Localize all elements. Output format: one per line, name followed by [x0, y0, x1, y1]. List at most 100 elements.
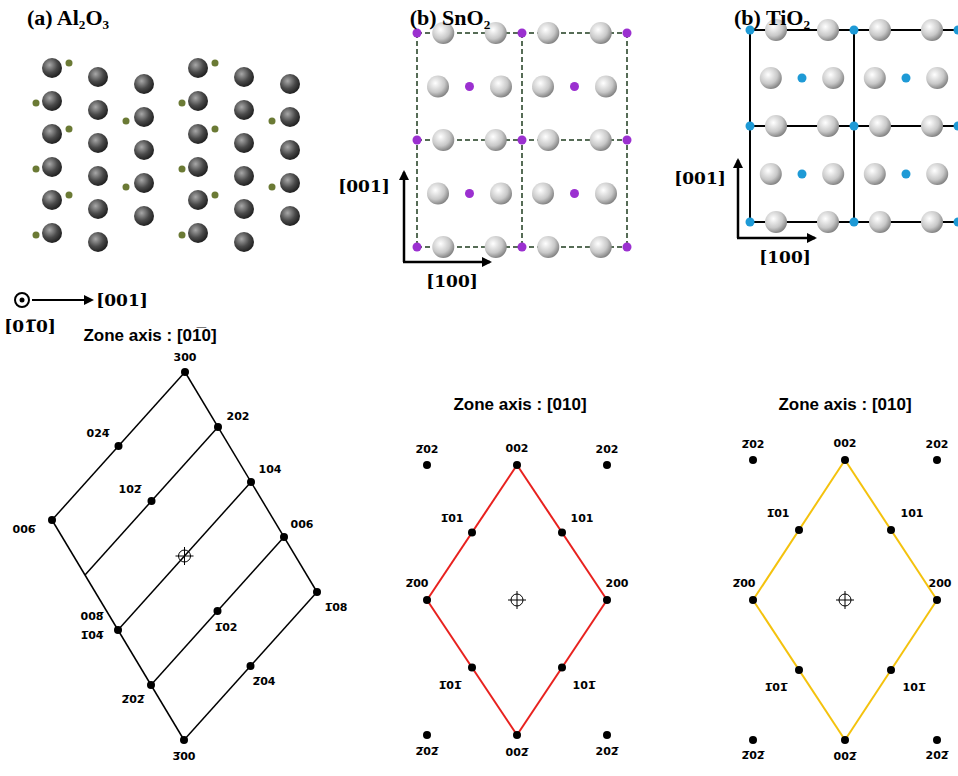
- spot-index: 101̅: [903, 681, 926, 694]
- aluminium-atom: [212, 126, 219, 133]
- lattice-line: [52, 372, 185, 520]
- metal-atom: [902, 170, 911, 179]
- oxygen-atom: [427, 76, 449, 98]
- axis-arrows: [403, 172, 490, 262]
- oxygen-atom: [88, 67, 108, 87]
- spot-index: 2̅00: [733, 577, 756, 590]
- lattice-line: [845, 600, 937, 740]
- aluminium-atom: [33, 100, 40, 107]
- oxygen-atom: [134, 74, 154, 94]
- diffraction-spot: [603, 461, 611, 469]
- aluminium-atom: [66, 126, 73, 133]
- metal-atom: [954, 26, 958, 35]
- aluminium-atom: [179, 166, 186, 173]
- oxygen-atom: [234, 232, 254, 252]
- oxygen-atom: [765, 115, 787, 137]
- spot-index: 002: [834, 437, 857, 450]
- oxygen-atom: [234, 100, 254, 120]
- oxygen-atom: [869, 211, 891, 233]
- spot-index: 2̅02̅: [742, 749, 765, 762]
- spot-index: 1̅08: [325, 601, 348, 614]
- diffraction-spot: [313, 588, 321, 596]
- spot-index: 1̅01: [767, 507, 790, 520]
- oxygen-atom: [234, 133, 254, 153]
- spot-index: 202: [926, 438, 949, 451]
- unit-cell-grid: [750, 30, 958, 222]
- spot-index: 2̅00: [406, 577, 429, 590]
- panel-title: (b) SnO₂: [410, 5, 491, 31]
- spot-index: 2̅02̅: [122, 693, 145, 706]
- oxygen-atom: [88, 199, 108, 219]
- oxygen-atom: [188, 58, 208, 78]
- oxygen-atom: [42, 223, 62, 243]
- spot-index: 024̅: [87, 427, 110, 440]
- diffraction-spot: [749, 456, 757, 464]
- oxygen-atom: [760, 163, 782, 185]
- axis-label: [001]: [338, 176, 390, 196]
- spot-index: 104: [259, 463, 282, 476]
- diffraction-spot: [148, 497, 156, 505]
- metal-atom: [954, 122, 958, 131]
- metal-atom: [518, 29, 527, 38]
- spot-index: 1̅02: [215, 621, 238, 634]
- lattice-line: [118, 482, 251, 630]
- aluminium-atom: [269, 184, 276, 191]
- aluminium-atom: [123, 118, 130, 125]
- oxygen-atom: [760, 67, 782, 89]
- oxygen-atom: [537, 236, 559, 258]
- oxygen-atom: [188, 124, 208, 144]
- oxygen-atom: [765, 211, 787, 233]
- diffraction-spot: [513, 461, 521, 469]
- diffraction-spot: [558, 529, 566, 537]
- oxygen-atom: [88, 100, 108, 120]
- oxygen-atom: [234, 166, 254, 186]
- axis-arrows: [15, 293, 92, 307]
- metal-atom: [413, 136, 422, 145]
- spot-index: 006̅: [13, 523, 36, 536]
- oxygen-atom: [590, 236, 612, 258]
- axis-label: [01̅0]: [4, 316, 56, 336]
- metal-atom: [623, 243, 632, 252]
- spot-index: 002̅: [834, 750, 857, 763]
- spot-index: 006: [291, 518, 314, 531]
- diffraction-spot: [423, 596, 431, 604]
- metal-atom: [623, 29, 632, 38]
- aluminium-atom: [212, 60, 219, 67]
- oxygen-atom: [532, 76, 554, 98]
- oxygen-atom: [921, 19, 943, 41]
- spot-index: 008̅: [81, 610, 104, 623]
- spot-index: 202: [596, 443, 619, 456]
- spot-index: 2̅02: [742, 438, 765, 451]
- diffraction-spot: [933, 596, 941, 604]
- oxygen-atom: [234, 199, 254, 219]
- oxygen-atom: [869, 19, 891, 41]
- axis-label: [001]: [96, 290, 148, 310]
- diffraction-spot: [247, 478, 255, 486]
- oxygen-atom: [188, 157, 208, 177]
- oxygen-atom: [822, 163, 844, 185]
- metal-atom: [798, 74, 807, 83]
- oxygen-atom: [427, 183, 449, 205]
- oxygen-atom: [869, 115, 891, 137]
- diffraction-spot: [795, 526, 803, 534]
- spot-index: 1̅01: [441, 512, 464, 525]
- diffraction-spot: [795, 666, 803, 674]
- lattice-line: [517, 600, 607, 735]
- oxygen-atom: [590, 129, 612, 151]
- aluminium-atom: [179, 100, 186, 107]
- panel-title: (b) TiO₂: [734, 5, 810, 31]
- metal-atom: [570, 82, 579, 91]
- diffraction-spot: [115, 442, 123, 450]
- beam-centre: [517, 591, 518, 609]
- diffraction-spot: [603, 596, 611, 604]
- metal-atom: [746, 122, 755, 131]
- metal-atom: [746, 218, 755, 227]
- oxygen-atom: [280, 107, 300, 127]
- metal-atom: [850, 26, 859, 35]
- diffraction-spot: [214, 423, 222, 431]
- oxygen-atom: [88, 133, 108, 153]
- diffraction-spot: [180, 736, 188, 744]
- oxygen-atom: [234, 67, 254, 87]
- lattice-line: [151, 537, 284, 685]
- aluminium-atom: [179, 232, 186, 239]
